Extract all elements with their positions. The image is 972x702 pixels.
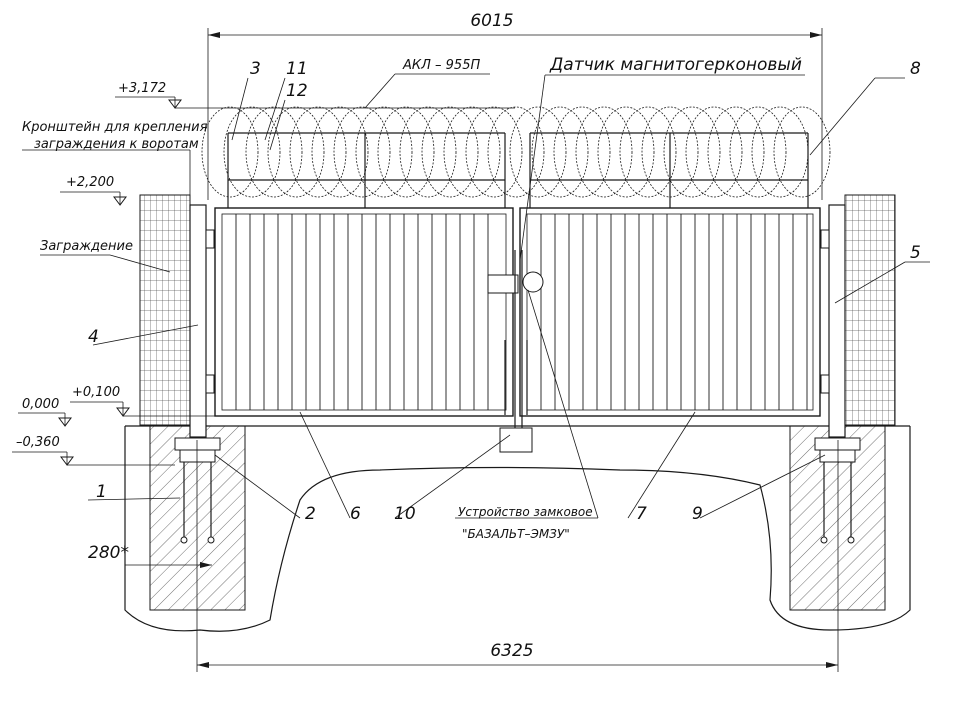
razor-wire-coils [201, 106, 831, 198]
callout-10: 10 [394, 504, 416, 524]
dim-bottom-width: 6325 [490, 641, 533, 661]
label-razor-wire: АКЛ – 955П [402, 58, 480, 73]
callout-6: 6 [350, 504, 361, 524]
callout-12: 12 [286, 81, 308, 101]
lock-device [487, 250, 544, 453]
label-bracket-1: Кронштейн для крепления [22, 120, 208, 135]
level-ground: 0,000 [22, 397, 59, 412]
label-lock-1: Устройство замковое [458, 505, 593, 519]
left-anchor [174, 437, 221, 544]
callout-11: 11 [286, 59, 308, 79]
left-fence-mesh [139, 194, 191, 426]
right-post [828, 204, 846, 438]
left-post [189, 204, 207, 438]
label-sensor: Датчик магнитогерконовый [549, 55, 802, 75]
right-anchor [814, 437, 861, 544]
label-lock-2: "БАЗАЛЬТ–ЭМЗУ" [462, 527, 570, 541]
callout-8: 8 [910, 59, 921, 79]
gate-slats [235, 214, 808, 410]
leader-lines [22, 73, 930, 519]
level-gate-bottom: +0,100 [72, 385, 120, 400]
dimension-bottom [196, 440, 839, 672]
callout-9: 9 [692, 504, 703, 524]
dim-post-offset: 280* [88, 543, 129, 563]
label-fence: Заграждение [40, 239, 133, 254]
callout-1: 1 [96, 482, 107, 502]
level-foundation: –0,360 [16, 435, 60, 450]
level-marks [12, 96, 515, 466]
wire-frame [227, 132, 809, 208]
right-gate-leaf [519, 207, 821, 417]
level-top: +3,172 [118, 81, 166, 96]
left-gate-leaf [214, 207, 514, 417]
level-mid: +2,200 [66, 175, 114, 190]
dim-top-width: 6015 [470, 11, 513, 31]
callout-3: 3 [250, 59, 261, 79]
label-bracket-2: заграждения к воротам [34, 137, 199, 152]
dimension-post-offset [125, 562, 212, 568]
callout-4: 4 [88, 327, 99, 347]
right-fence-mesh [844, 194, 896, 426]
callout-5: 5 [910, 243, 921, 263]
dimension-top [207, 28, 823, 200]
callout-7: 7 [636, 504, 647, 524]
callout-2: 2 [305, 504, 316, 524]
hinges [205, 229, 830, 394]
soil-outline [124, 426, 911, 632]
